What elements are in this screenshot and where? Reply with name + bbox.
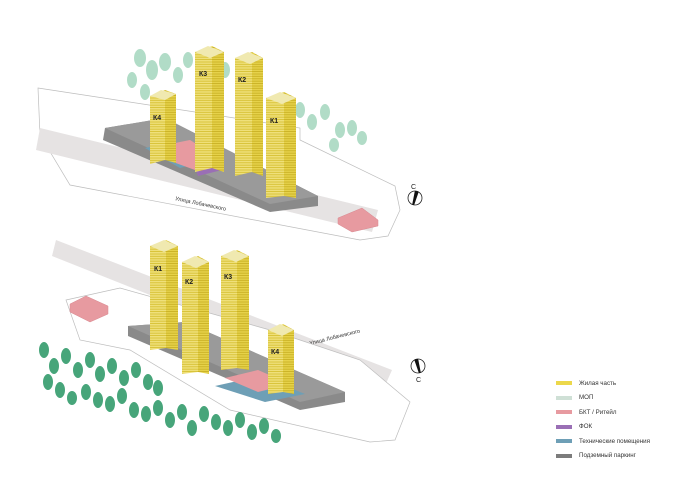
- legend-swatch: [556, 395, 572, 400]
- tower-k4-bottom: К4: [268, 324, 294, 394]
- svg-text:Улица Лобачевского: Улица Лобачевского: [309, 329, 361, 347]
- legend-label: Технические помещения: [579, 437, 650, 445]
- legend-label: Подземный паркинг: [579, 452, 636, 459]
- tower-k4-top: К4: [150, 90, 176, 164]
- tower-k3-bottom: К3: [221, 250, 249, 370]
- svg-text:К2: К2: [238, 77, 246, 84]
- legend-label: БКТ / Ритейл: [579, 408, 617, 416]
- bottom-view: Улица Лобачевского: [39, 240, 426, 443]
- legend-item-residential: Жилая часть: [556, 376, 650, 390]
- svg-text:К3: К3: [224, 274, 232, 281]
- legend-item-parking: Подземный паркинг: [556, 449, 650, 463]
- svg-text:С: С: [416, 377, 421, 384]
- legend-swatch: [556, 381, 572, 385]
- legend-item-retail: БКТ / Ритейл: [556, 405, 650, 419]
- legend-label: МОП: [579, 394, 594, 401]
- svg-text:К4: К4: [153, 115, 161, 122]
- svg-text:К2: К2: [185, 279, 193, 286]
- tower-k1-bottom: К1: [150, 240, 178, 350]
- tower-k1-top: К1: [266, 92, 296, 198]
- legend-item-fitness: ФОК: [556, 420, 650, 434]
- tree-group-bottom: [39, 342, 281, 443]
- legend-swatch: [556, 439, 572, 443]
- tower-k2-bottom: К2: [182, 256, 209, 374]
- legend-item-common-areas: МОП: [556, 391, 650, 405]
- compass-top: С: [407, 184, 423, 206]
- legend-swatch: [556, 453, 572, 458]
- legend: Жилая часть МОП БКТ / Ритейл ФОК Техниче…: [556, 376, 650, 463]
- svg-text:К3: К3: [199, 71, 207, 78]
- legend-swatch: [556, 410, 572, 414]
- street-label-bottom: Улица Лобачевского: [309, 329, 361, 347]
- svg-text:К4: К4: [271, 349, 279, 356]
- retail-pavilion-top: [337, 207, 379, 233]
- legend-label: ФОК: [579, 423, 593, 430]
- svg-text:С: С: [411, 184, 416, 191]
- svg-text:К1: К1: [154, 266, 162, 273]
- top-view: Улица Лобачевского К4: [36, 46, 423, 241]
- legend-label: Жилая часть: [579, 379, 617, 387]
- compass-bottom: С: [410, 358, 426, 384]
- svg-text:К1: К1: [270, 118, 278, 125]
- legend-item-technical: Технические помещения: [556, 434, 650, 448]
- tower-k3-top: К3: [195, 46, 224, 172]
- retail-pavilion-bottom: [69, 295, 109, 323]
- legend-swatch: [556, 424, 572, 429]
- tower-k2-top: К2: [235, 52, 263, 176]
